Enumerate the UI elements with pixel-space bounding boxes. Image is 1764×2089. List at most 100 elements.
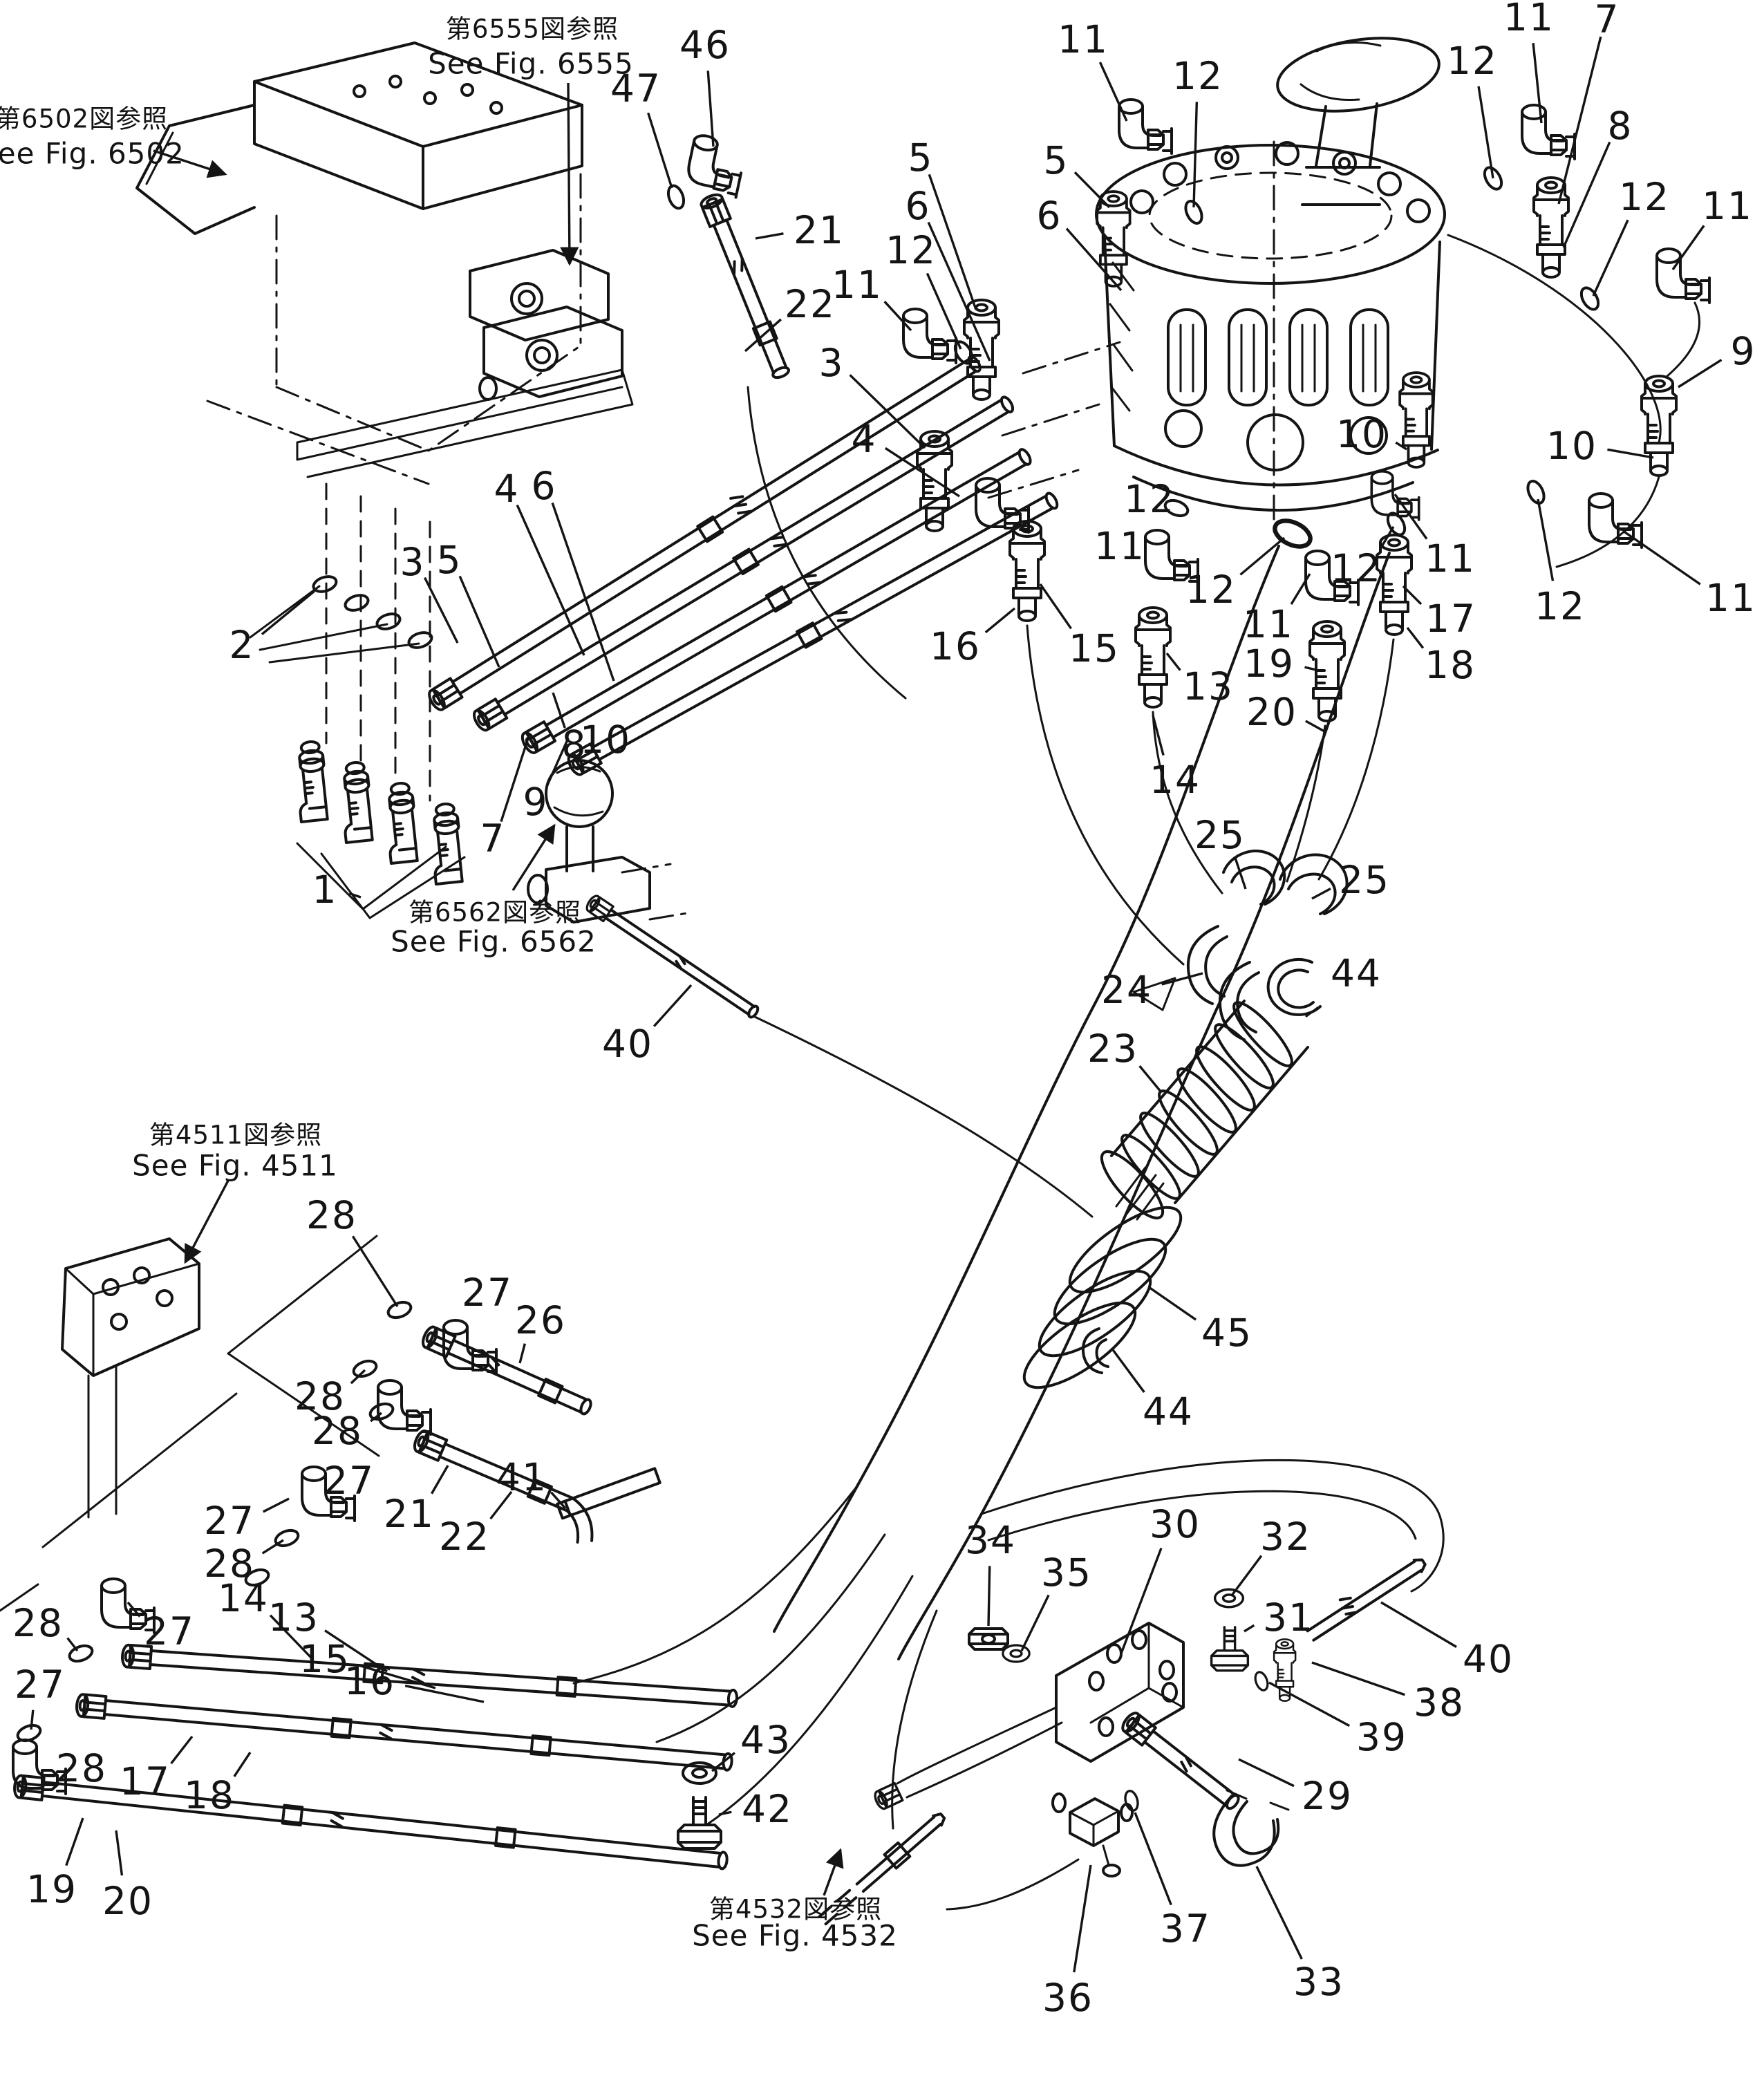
hose-bundle	[572, 545, 1445, 1830]
valve-4511	[0, 1235, 380, 1612]
leader-line-27	[126, 1601, 141, 1618]
callout-27: 27	[144, 1609, 195, 1654]
leader-line-27	[30, 1709, 35, 1730]
callout-4: 4	[494, 467, 520, 511]
callout-11: 11	[1705, 576, 1756, 620]
callout-28: 28	[306, 1193, 357, 1237]
callout-44: 44	[1331, 951, 1382, 995]
callout-19: 19	[1244, 641, 1295, 686]
callout-42: 42	[742, 1787, 793, 1831]
callout-28: 28	[204, 1542, 255, 1586]
leader-line-45	[1148, 1286, 1197, 1321]
callout-46: 46	[679, 23, 731, 67]
leader-line-24	[1161, 972, 1203, 986]
callout-17: 17	[1425, 597, 1476, 641]
callout-40: 40	[1463, 1637, 1514, 1681]
leader-line-12	[1477, 86, 1494, 179]
callout-10: 10	[1336, 412, 1387, 456]
callout-17: 17	[120, 1759, 171, 1804]
leader-line-42	[718, 1810, 732, 1816]
callout-28: 28	[294, 1374, 346, 1418]
clip-44-lower	[1082, 1327, 1109, 1374]
leader-line-28	[370, 1412, 383, 1423]
lower-left-fittings	[12, 1298, 738, 1871]
leader-line-26	[518, 1343, 526, 1364]
leader-line-29	[1238, 1758, 1295, 1788]
callout-40: 40	[602, 1022, 653, 1066]
leader-line-25	[1311, 888, 1331, 900]
leader-line-11	[1532, 43, 1543, 124]
callout-14: 14	[1150, 758, 1201, 802]
corrugated-guard-23	[1100, 1000, 1309, 1221]
leader-line-20	[1304, 720, 1325, 733]
callout-6: 6	[532, 464, 557, 508]
callout-12: 12	[1331, 546, 1382, 590]
leader-line-11	[1098, 62, 1128, 122]
leader-line-38	[1311, 1661, 1405, 1696]
ppc-valve-6562	[527, 759, 1094, 1218]
callout-16: 16	[344, 1659, 395, 1703]
leader-line-3	[423, 577, 459, 644]
callout-24: 24	[1101, 968, 1152, 1012]
callout-23: 23	[1087, 1027, 1138, 1071]
callout-19: 19	[26, 1867, 77, 1911]
callout-11: 11	[1702, 184, 1753, 228]
callout-29: 29	[1302, 1774, 1353, 1818]
callout-18: 18	[184, 1773, 235, 1817]
leader-line-15	[359, 1664, 436, 1689]
leader-line-9	[545, 738, 570, 787]
callout-28: 28	[56, 1746, 107, 1790]
connectors-1	[292, 739, 466, 919]
leader-line-40	[653, 984, 693, 1027]
leader-line-8	[1562, 141, 1611, 248]
callout-20: 20	[102, 1879, 153, 1923]
callout-26: 26	[515, 1298, 566, 1342]
callout-10: 10	[580, 718, 631, 762]
leader-line-21	[431, 1465, 449, 1495]
clip-44-upper	[1266, 957, 1322, 1018]
leader-line-22	[489, 1490, 513, 1520]
clamps-24	[1132, 925, 1260, 1041]
leader-line-12	[1239, 536, 1286, 576]
leader-line-5	[458, 575, 500, 668]
callout-12: 12	[1124, 477, 1175, 521]
callout-27: 27	[204, 1499, 255, 1543]
leader-line-2	[261, 590, 316, 635]
mounting-plates	[296, 368, 634, 478]
leader-line-34	[987, 1566, 991, 1627]
fig-4532-en-note: See Fig. 4532	[692, 1919, 898, 1953]
leader-line-3	[849, 374, 926, 449]
leader-line-11	[1290, 573, 1311, 605]
callout-12: 12	[1172, 54, 1223, 98]
leader-line-8	[552, 692, 566, 729]
leader-line-19	[1304, 666, 1320, 672]
leader-line-31	[1244, 1624, 1255, 1633]
callout-31: 31	[1263, 1595, 1314, 1640]
callout-37: 37	[1160, 1907, 1211, 1951]
spiral-clips-25	[1222, 850, 1349, 915]
callout-22: 22	[439, 1515, 490, 1559]
callout-1: 1	[312, 868, 338, 912]
leader-line-7	[500, 736, 530, 823]
callout-5: 5	[1044, 138, 1069, 182]
drop-lines	[325, 483, 431, 802]
callout-43: 43	[740, 1718, 791, 1762]
o-rings-2	[249, 572, 435, 664]
tube-40	[1306, 1558, 1427, 1642]
leader-line-17	[1402, 585, 1423, 606]
leader-line-27	[262, 1497, 290, 1513]
callout-25: 25	[1339, 858, 1390, 902]
callout-5: 5	[437, 538, 462, 582]
leader-line-23	[1138, 1065, 1163, 1094]
leader-line-12	[1379, 526, 1395, 550]
leader-line-11	[1394, 494, 1428, 540]
fig-6562-en-note: See Fig. 6562	[391, 925, 597, 959]
leader-line-40	[1380, 1601, 1457, 1648]
callout-34: 34	[965, 1518, 1016, 1562]
joint-fittings	[902, 98, 1711, 966]
leader-line-10	[1607, 448, 1654, 459]
callout-18: 18	[1425, 643, 1476, 687]
